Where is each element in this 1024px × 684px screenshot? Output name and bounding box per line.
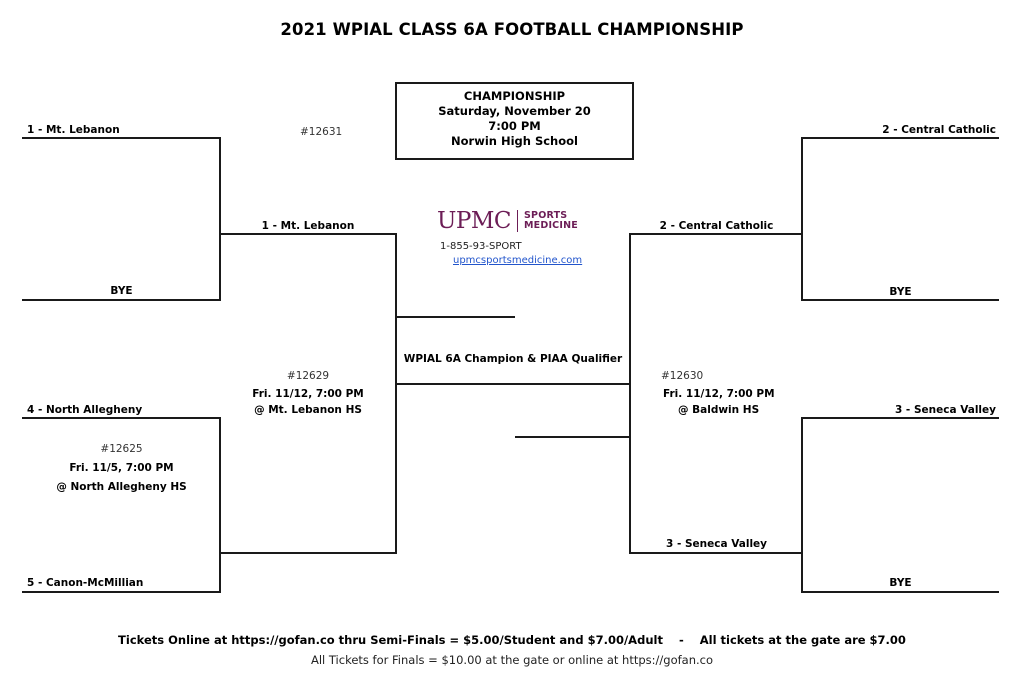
right-r1-bottom-team-a: 3 - Seneca Valley [894,404,996,416]
championship-info-box: CHAMPIONSHIP Saturday, November 20 7:00 … [395,82,634,160]
right-r1-bottom-team-b-line [802,591,999,593]
championship-date: Saturday, November 20 [438,104,591,118]
left-semi-team-b-line [219,552,397,554]
right-r1-top-team-a-line [802,137,999,139]
sponsor-phone: 1-855-93-SPORT [440,241,522,252]
logo-medicine-text: MEDICINE [524,220,578,231]
championship-game-id: #12631 [300,126,343,138]
left-r1-bottom-connector [219,417,221,593]
ticket-info-finals: All Tickets for Finals = $10.00 at the g… [310,653,714,667]
left-r1-bottom-location: @ North Allegheny HS [56,481,187,493]
right-semi-team-b-line [630,552,803,554]
left-r1-bottom-team-a: 4 - North Allegheny [27,404,143,416]
upmc-wordmark: UPMC [437,208,512,234]
left-semi-team-a-line [219,233,397,235]
right-r1-bottom-connector [801,417,803,593]
right-r1-top-connector [801,137,803,301]
left-r1-bottom-team-a-line [22,417,221,419]
championship-time: 7:00 PM [488,119,541,133]
left-semi-connector [395,233,397,554]
right-semi-location: @ Baldwin HS [678,404,760,416]
right-semi-team-a: 2 - Central Catholic [659,220,774,232]
right-r1-bottom-team-b: BYE [889,577,912,589]
champion-qualifier-label: WPIAL 6A Champion & PIAA Qualifier [403,353,623,365]
left-r1-bottom-team-b: 5 - Canon-McMillian [27,577,144,589]
right-r1-bottom-team-a-line [802,417,999,419]
left-r1-bottom-game-id: #12625 [100,443,143,455]
left-semi-location: @ Mt. Lebanon HS [254,404,362,416]
logo-divider [517,210,519,232]
left-r1-top-team-b: BYE [110,285,133,297]
ticket-info-semifinals: Tickets Online at https://gofan.co thru … [118,633,906,647]
logo-sports-text: SPORTS [524,210,568,221]
final-right-entry-line [515,436,631,438]
right-semi-connector [629,233,631,554]
left-r1-top-connector [219,137,221,301]
right-r1-top-team-a: 2 - Central Catholic [882,124,996,136]
page-title: 2021 WPIAL CLASS 6A FOOTBALL CHAMPIONSHI… [280,20,744,39]
right-r1-top-team-b-line [802,299,999,301]
final-left-entry-line [395,316,515,318]
left-r1-top-team-a: 1 - Mt. Lebanon [27,124,120,136]
left-r1-bottom-team-b-line [22,591,221,593]
left-semi-datetime: Fri. 11/12, 7:00 PM [252,388,364,400]
left-r1-top-team-b-line [22,299,221,301]
champion-line [395,383,631,385]
right-semi-team-b: 3 - Seneca Valley [665,538,768,550]
left-r1-bottom-datetime: Fri. 11/5, 7:00 PM [69,462,174,474]
championship-heading: CHAMPIONSHIP [463,89,566,103]
right-semi-datetime: Fri. 11/12, 7:00 PM [663,388,775,400]
upmc-sports-medicine-logo: UPMC SPORTS MEDICINE [437,209,578,233]
sponsor-website-link[interactable]: upmcsportsmedicine.com [453,255,583,266]
right-r1-top-team-b: BYE [889,286,912,298]
right-semi-team-a-line [630,233,803,235]
left-semi-game-id: #12629 [286,370,330,382]
left-semi-team-a: 1 - Mt. Lebanon [261,220,355,232]
sports-medicine-wordmark: SPORTS MEDICINE [524,211,578,231]
championship-venue: Norwin High School [451,134,578,148]
left-r1-top-team-a-line [22,137,221,139]
right-semi-game-id: #12630 [661,370,704,382]
